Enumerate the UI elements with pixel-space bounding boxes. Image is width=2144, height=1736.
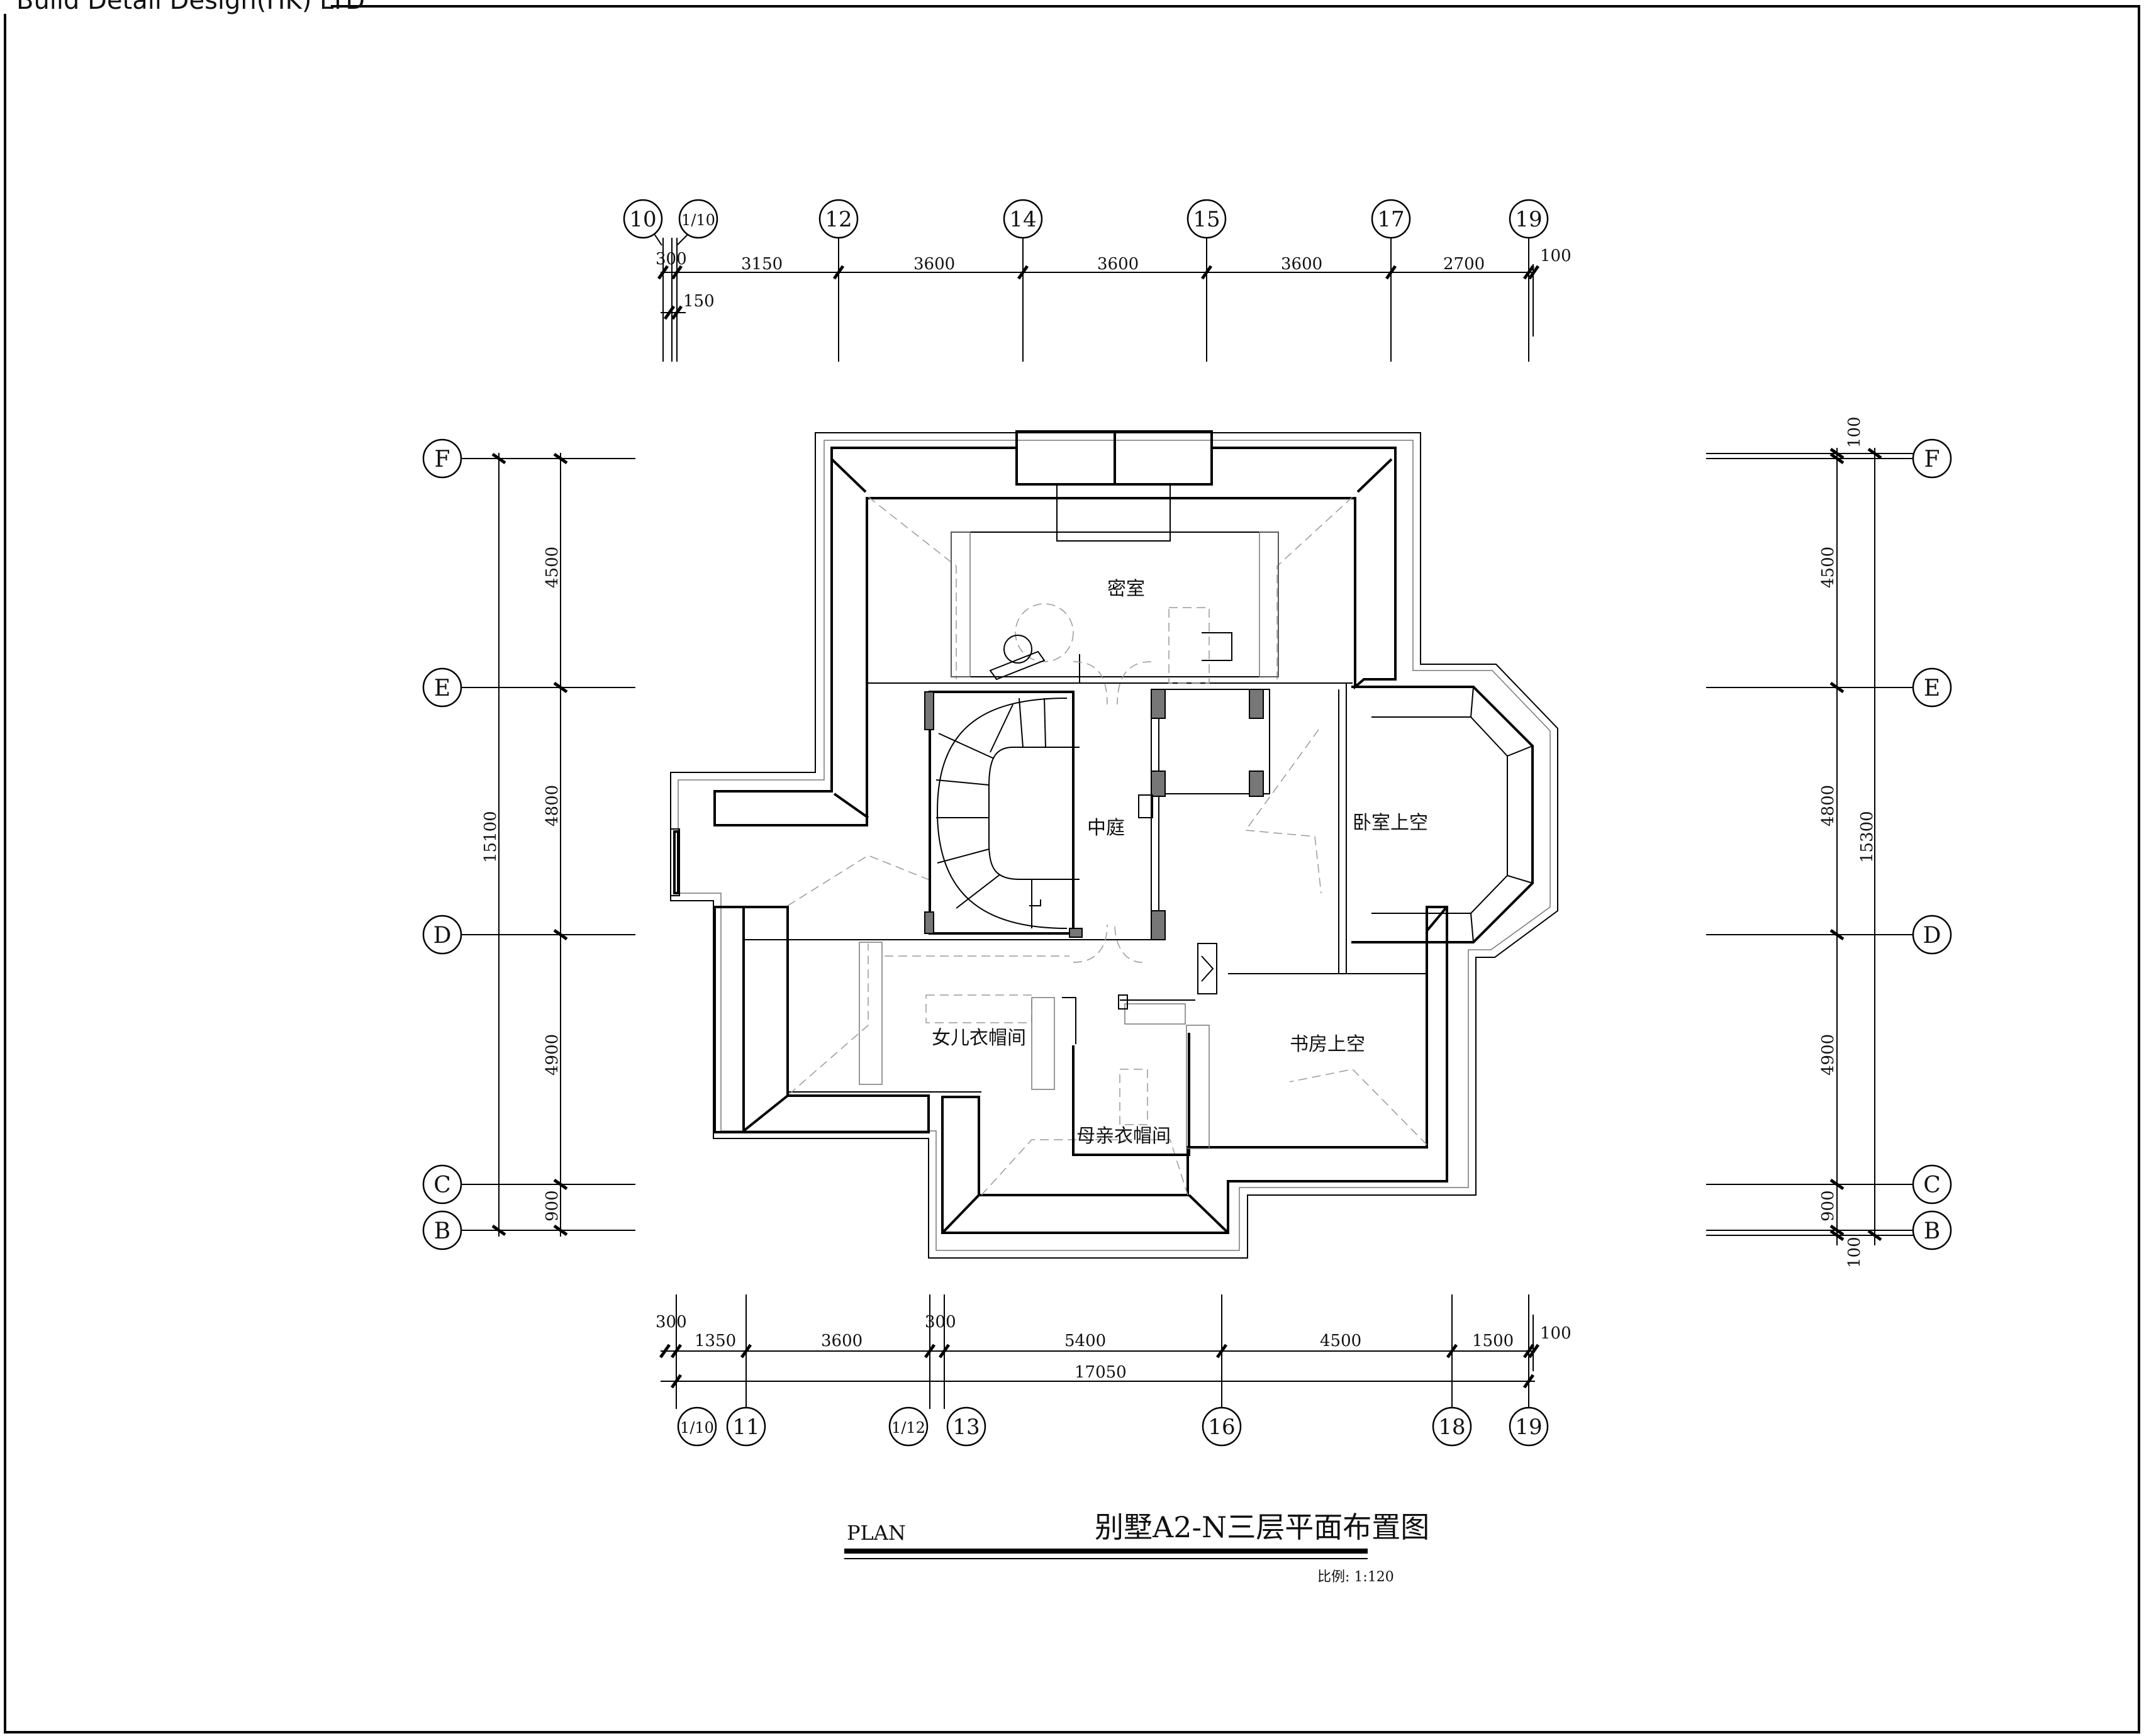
dim-top-3600-a: 3600 [913,255,955,274]
dim-right-total-15300: 15300 [1858,811,1877,863]
dim-right-4800: 4800 [1819,785,1838,826]
axis-bottom-1-12: 1/12 [891,1419,925,1437]
dim-bottom-total-17050: 17050 [1075,1363,1127,1382]
building-outline [670,430,1558,1259]
dim-right-900: 900 [1819,1190,1838,1221]
dim-top-3150: 3150 [741,255,783,274]
axis-bottom-19: 19 [1515,1415,1542,1440]
drawing-title: 别墅A2-N三层平面布置图 [1095,1510,1429,1544]
dim-bottom-300-a: 300 [656,1313,687,1332]
sheet-border [4,5,2140,1733]
room-label-study-void: 书房上空 [1290,1033,1365,1055]
axis-left-D: D [433,923,452,949]
axis-right-F: F [1924,447,1940,472]
room-label-mother-closet: 母亲衣帽间 [1076,1125,1171,1147]
axis-right-B: B [1924,1218,1940,1244]
dim-left-4900: 4900 [543,1034,562,1076]
axis-left-B: B [434,1218,450,1244]
axis-top-15: 15 [1193,207,1220,232]
top-axis-bubbles: 10 1/10 12 14 15 17 19 [623,199,1549,246]
dim-top-300: 300 [656,250,687,269]
dim-bottom-4500: 4500 [1320,1332,1361,1350]
bottom-axis-bubbles: 1/10 11 1/12 13 16 18 19 [677,1406,1549,1447]
dim-bottom-1350: 1350 [695,1332,736,1350]
dim-bottom-300-b: 300 [925,1313,956,1332]
dim-left-900: 900 [543,1190,562,1221]
dim-top-3600-c: 3600 [1281,255,1322,274]
dim-right-100-top: 100 [1845,416,1864,448]
mother-closet-furniture [1072,994,1210,1156]
axis-left-E: E [434,676,450,701]
axis-bottom-13: 13 [952,1415,980,1440]
axis-bottom-18: 18 [1438,1415,1465,1440]
axis-right-E: E [1924,676,1940,701]
dim-right-100-bottom: 100 [1845,1237,1864,1268]
axis-bottom-1-10: 1/10 [680,1419,714,1437]
axis-left-F: F [435,447,450,472]
plan-label: PLAN [847,1521,906,1545]
room-label-daughter-closet: 女儿衣帽间 [932,1027,1026,1049]
dim-left-total-15100: 15100 [481,811,500,863]
dim-top-100: 100 [1540,247,1572,265]
courtyard-core [1073,661,1270,994]
room-label-secret-room: 密室 [1107,578,1145,600]
axis-top-19: 19 [1515,207,1542,232]
left-axis-bubbles: F E D C B [422,438,462,1250]
right-axis-bubbles: F E D C B [1912,438,1952,1250]
secret-room-furniture [951,531,1279,684]
axis-left-C: C [433,1172,451,1198]
dim-bottom-5400: 5400 [1064,1332,1106,1350]
dim-left-4500: 4500 [543,547,562,588]
axis-right-D: D [1923,923,1941,949]
dim-bottom-1500: 1500 [1472,1332,1514,1350]
dim-right-4500: 4500 [1819,547,1838,588]
daughter-closet-furniture [859,942,1076,1090]
dim-top-3600-b: 3600 [1097,255,1139,274]
axis-top-12: 12 [825,207,852,232]
scale-label: 比例: 1:120 [1317,1569,1394,1585]
dim-bottom-100: 100 [1540,1324,1572,1343]
dim-top-150: 150 [683,292,715,311]
right-dimension-chain: 100 4500 4800 4900 900 100 15300 [1706,416,1935,1268]
axis-bottom-11: 11 [732,1415,759,1440]
dim-bottom-3600: 3600 [821,1332,863,1350]
axis-top-17: 17 [1377,207,1404,232]
top-dimension-chain: 300 3150 3600 3600 3600 2700 100 150 [656,238,1572,362]
room-label-bedroom-void: 卧室上空 [1353,812,1428,834]
dim-top-2700: 2700 [1443,255,1485,274]
firm-name: Build Detail Design(HK) LTD [16,0,365,15]
axis-top-14: 14 [1009,207,1036,232]
title-block: PLAN 别墅A2-N三层平面布置图 比例: 1:120 [844,1510,1429,1585]
axis-bottom-16: 16 [1208,1415,1235,1440]
axis-top-10: 10 [629,207,656,232]
spiral-staircase [924,691,1083,938]
axis-top-1-10: 1/10 [681,211,715,229]
dim-left-4800: 4800 [543,785,562,826]
left-dimension-chain: 4500 4800 4900 900 15100 [440,452,635,1237]
room-label-courtyard: 中庭 [1087,817,1125,839]
dim-right-4900: 4900 [1819,1034,1838,1076]
bottom-dimension-chain: 300 1350 3600 300 5400 4500 1500 100 170… [656,1294,1572,1409]
axis-right-C: C [1923,1172,1941,1198]
